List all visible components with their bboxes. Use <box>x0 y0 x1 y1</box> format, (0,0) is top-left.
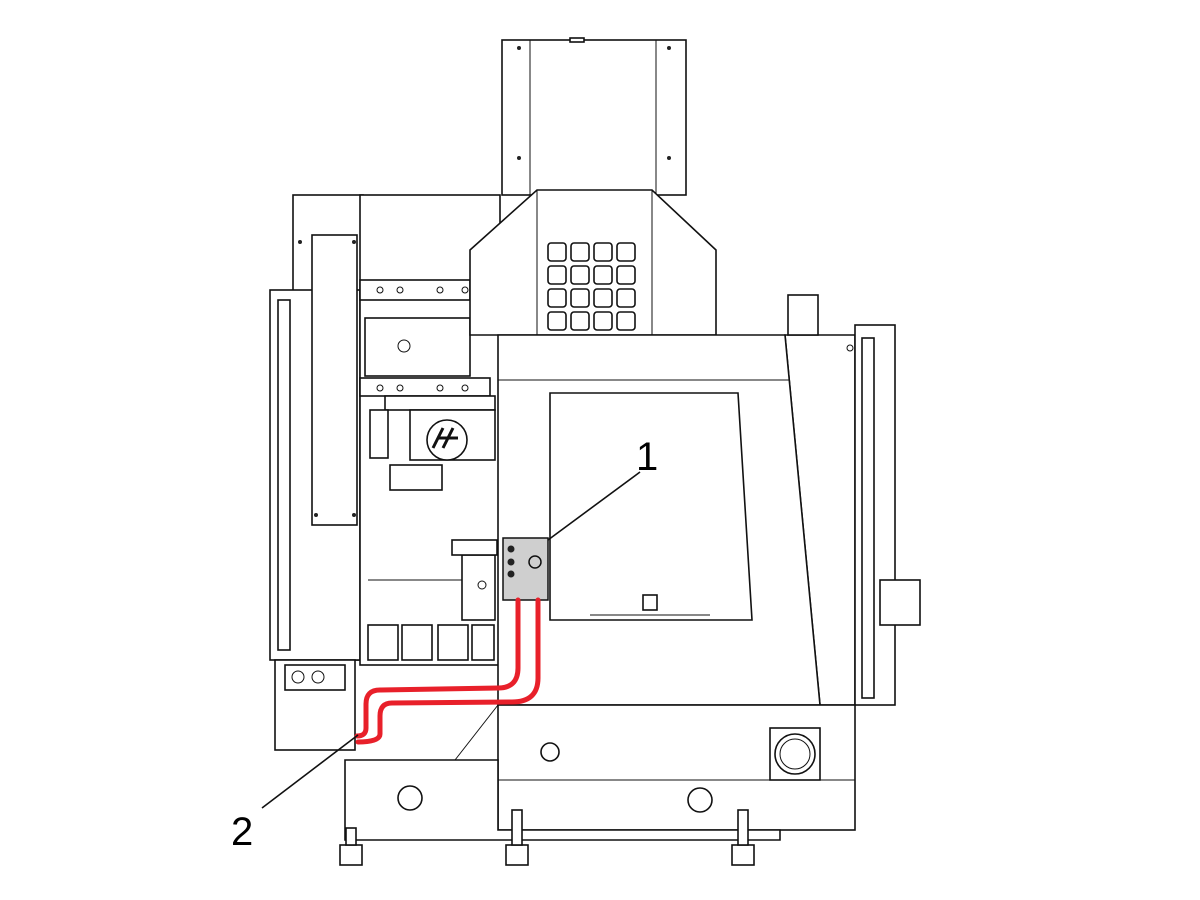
vent-slot <box>593 242 613 262</box>
callout-2-leader <box>261 734 359 809</box>
top-column <box>501 37 687 196</box>
vent-slot <box>593 265 613 285</box>
left-cabinet <box>269 194 364 751</box>
main-enclosure <box>497 294 921 706</box>
door-window <box>549 392 753 621</box>
callout-1-leader <box>547 471 641 541</box>
vent-slot <box>570 265 590 285</box>
vent-slot <box>547 242 567 262</box>
vent-slot <box>547 265 567 285</box>
base <box>339 704 856 866</box>
vent-slot <box>593 288 613 308</box>
vent-slot <box>570 311 590 331</box>
vent-slot <box>616 288 636 308</box>
vent-slot <box>547 311 567 331</box>
vent-slot <box>593 311 613 331</box>
vent-slot <box>616 265 636 285</box>
callout-1-label: 1 <box>636 435 659 479</box>
vent-slot <box>547 288 567 308</box>
air-regulator <box>461 554 496 621</box>
vent-slot <box>570 288 590 308</box>
vent-slot <box>616 242 636 262</box>
callout-2-label: 2 <box>231 810 254 854</box>
vent-slot <box>570 242 590 262</box>
air-hoses <box>354 597 541 745</box>
spindle-head <box>469 189 717 336</box>
air-panel <box>502 537 549 601</box>
vent-slot <box>616 311 636 331</box>
